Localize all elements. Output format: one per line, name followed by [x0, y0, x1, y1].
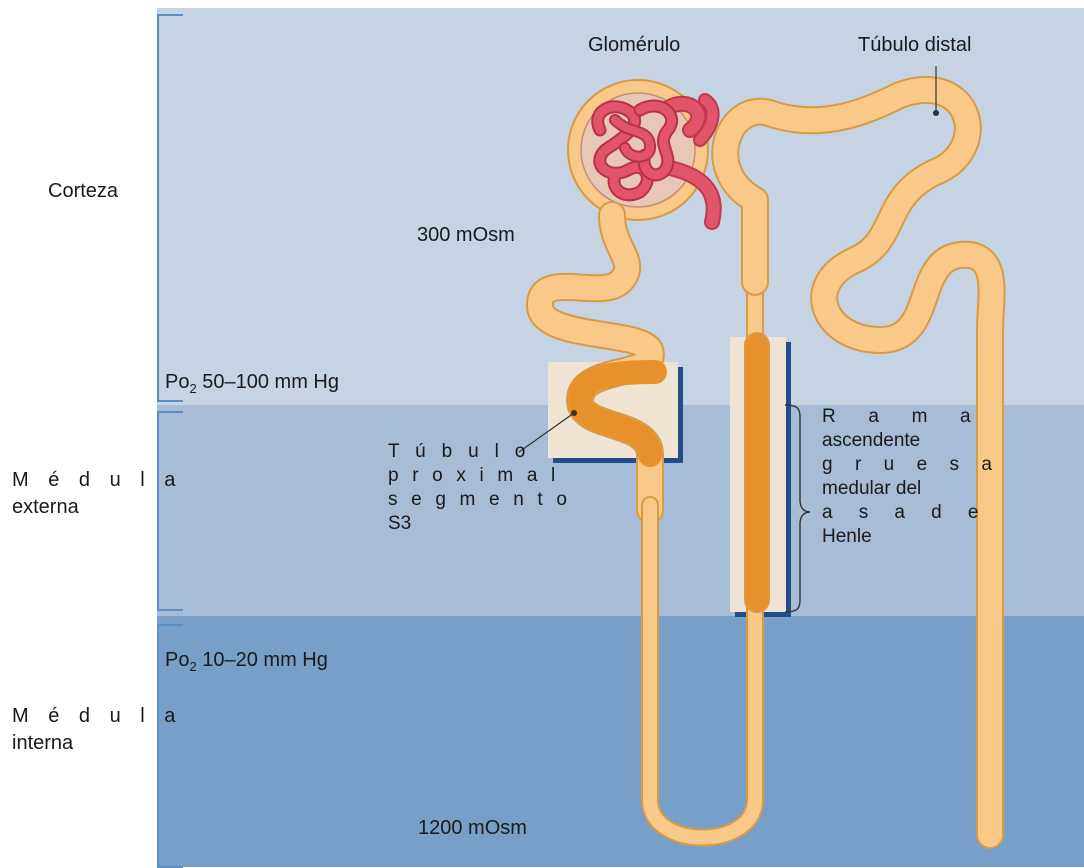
proximal-leader-dot — [571, 410, 577, 416]
po2-cortex-label: Po2 50–100 mm Hg — [165, 369, 339, 402]
proximal-tubule-label: T ú b u l o p r o x i m a l s e g m e n … — [388, 440, 571, 536]
inner-medulla-label-line2: interna — [12, 730, 73, 757]
osm-cortex-label: 300 mOsm — [417, 222, 515, 248]
distal-leader-dot — [933, 110, 939, 116]
henle-ascending-label: R a m a ascendente g r u e s a medular d… — [822, 405, 1001, 549]
osm-medulla-label: 1200 mOsm — [418, 815, 527, 841]
outer-medulla-label-line2: externa — [12, 494, 79, 521]
po2-medulla-label: Po2 10–20 mm Hg — [165, 647, 328, 680]
outer-medulla-label-line1: M é d u l a — [12, 467, 182, 494]
inner-medulla-label-line1: M é d u l a — [12, 703, 182, 730]
glomerulus-label: Glomérulo — [588, 32, 680, 58]
distal-tubule-label: Túbulo distal — [858, 32, 971, 58]
cortex-label: Corteza — [48, 178, 118, 205]
